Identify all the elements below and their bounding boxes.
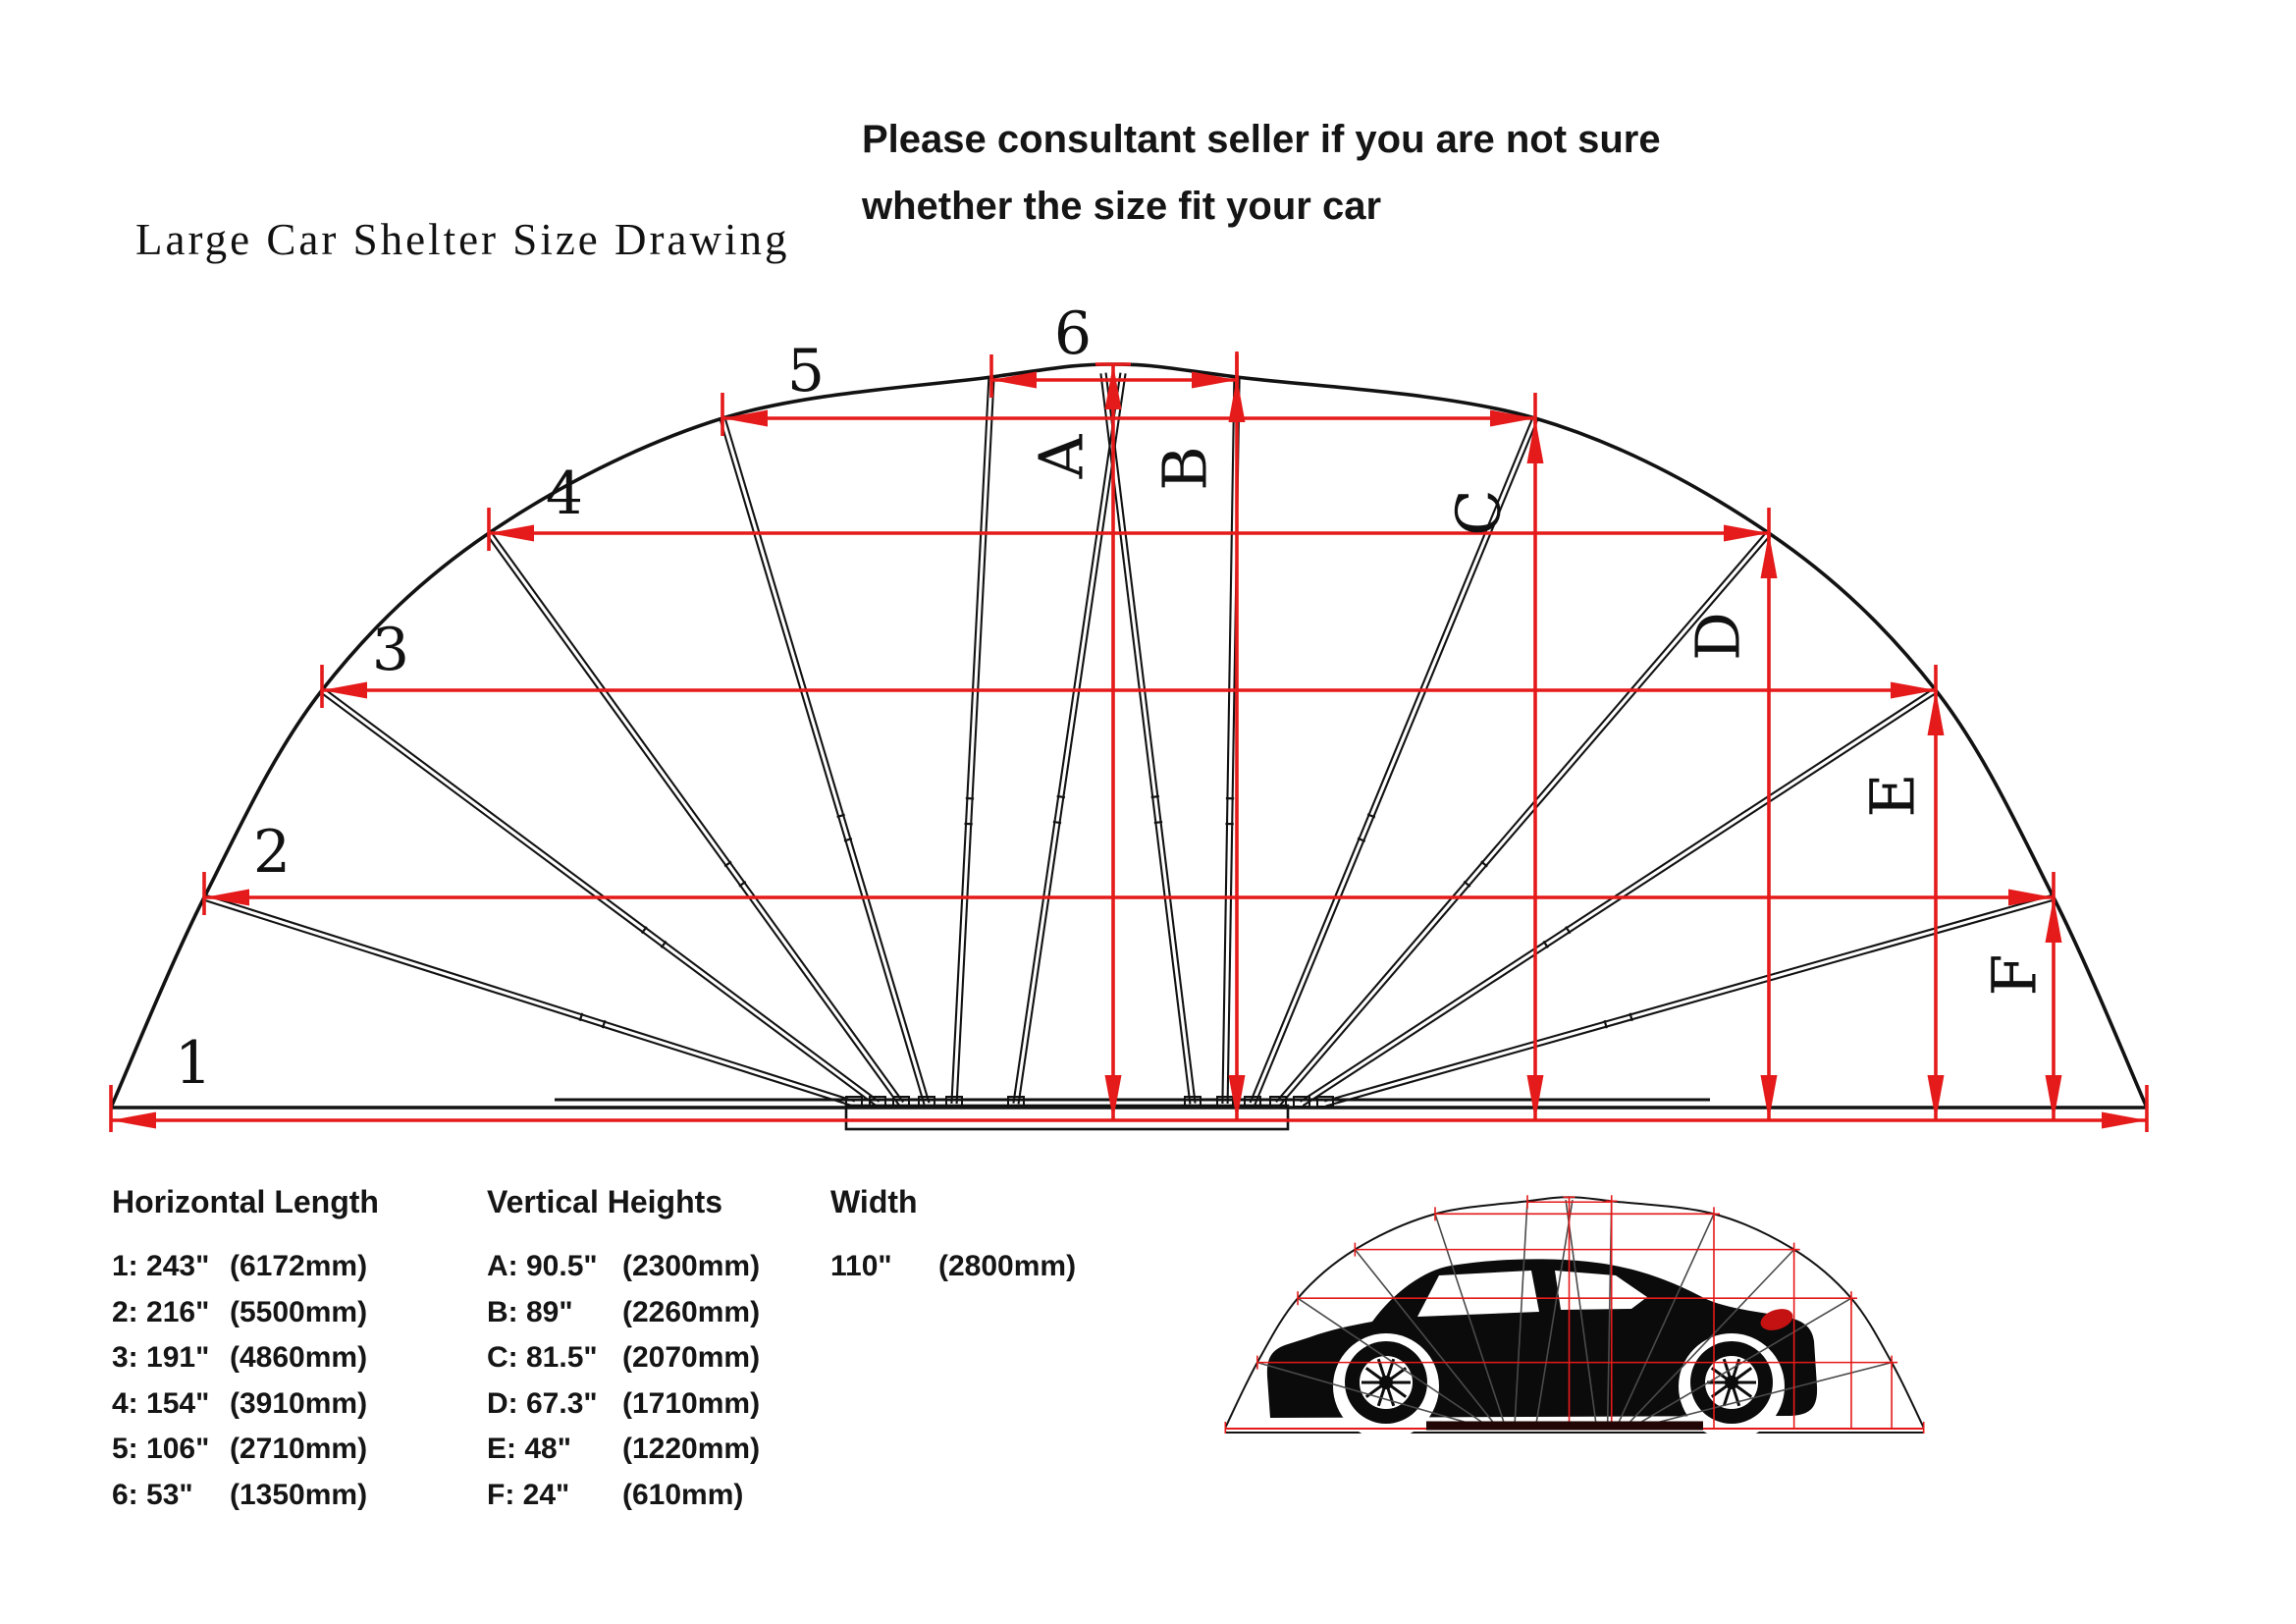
dim-mm: (6172mm) <box>230 1250 368 1282</box>
height-label-F: F <box>1978 953 2051 997</box>
width-title: Width <box>830 1184 918 1219</box>
dim-mm: (1710mm) <box>622 1386 761 1420</box>
dim-label: 5: 106" <box>112 1433 210 1465</box>
dim-label: 3: 191" <box>112 1341 210 1374</box>
dim-mm: (2070mm) <box>622 1341 761 1374</box>
table-row: C: 81.5" (2070mm) <box>487 1335 760 1381</box>
dim-label: 6: 53" <box>112 1478 193 1511</box>
dim-mm: (1350mm) <box>230 1478 368 1511</box>
dim-mm: (3910mm) <box>230 1386 368 1420</box>
dim-mm: (4860mm) <box>230 1341 368 1374</box>
shelter-ribs <box>202 372 2055 1108</box>
table-row: F: 24" (610mm) <box>487 1473 760 1519</box>
shelter-frame <box>109 362 2149 1131</box>
chord-label-4: 4 <box>545 460 584 528</box>
drawing-title: Large Car Shelter Size Drawing <box>135 215 790 264</box>
table-row: D: 67.3" (1710mm) <box>487 1381 760 1428</box>
dim-label: B: 89" <box>487 1295 573 1328</box>
dim-label: E: 48" <box>487 1433 571 1465</box>
chord-label-1: 1 <box>174 1029 213 1098</box>
vertical-heights-title: Vertical Heights <box>487 1184 723 1219</box>
car-inset <box>1224 1195 1925 1439</box>
chord-label-5: 5 <box>786 337 826 406</box>
table-row: B: 89" (2260mm) <box>487 1290 760 1336</box>
dimension-lines <box>109 352 2149 1132</box>
table-row: 2: 216" (5500mm) <box>112 1290 379 1336</box>
dim-mm: (610mm) <box>622 1478 744 1511</box>
seller-notice-line2: whether the size fit your car <box>862 185 1382 228</box>
table-row: 1: 243" (6172mm) <box>112 1244 379 1290</box>
seller-notice: Please consultant seller if you are not … <box>862 106 1661 240</box>
height-label-A: A <box>1025 434 1097 479</box>
chord-label-6: 6 <box>1053 299 1093 368</box>
chord-label-2: 2 <box>252 818 292 887</box>
dim-mm: (2710mm) <box>230 1433 368 1465</box>
dim-label: A: 90.5" <box>487 1250 598 1282</box>
height-label-C: C <box>1442 489 1515 536</box>
table-row: 5: 106" (2710mm) <box>112 1427 379 1473</box>
dim-mm: (1220mm) <box>622 1433 761 1465</box>
dim-label: 1: 243" <box>112 1250 210 1282</box>
height-label-E: E <box>1856 773 1929 818</box>
dim-label: D: 67.3" <box>487 1386 598 1420</box>
dim-label: 2: 216" <box>112 1295 210 1328</box>
table-row: A: 90.5" (2300mm) <box>487 1244 760 1290</box>
dim-mm: (2300mm) <box>622 1250 761 1282</box>
horizontal-length-title: Horizontal Length <box>112 1184 379 1219</box>
height-label-B: B <box>1148 446 1221 491</box>
dim-label: C: 81.5" <box>487 1341 598 1374</box>
table-row: E: 48" (1220mm) <box>487 1427 760 1473</box>
dim-label: 4: 154" <box>112 1386 210 1420</box>
table-row: 4: 154" (3910mm) <box>112 1381 379 1428</box>
seller-notice-line1: Please consultant seller if you are not … <box>862 118 1661 161</box>
dim-label: F: 24" <box>487 1478 570 1511</box>
dim-label: 110" <box>830 1250 892 1282</box>
vertical-heights-table: Vertical Heights A: 90.5" (2300mm) B: 89"… <box>487 1184 760 1518</box>
table-row: 3: 191" (4860mm) <box>112 1335 379 1381</box>
dim-mm: (5500mm) <box>230 1295 368 1328</box>
table-row: 6: 53" (1350mm) <box>112 1473 379 1519</box>
dim-mm: (2260mm) <box>622 1295 761 1328</box>
width-table: Width 110" (2800mm) <box>830 1184 1076 1290</box>
chord-label-3: 3 <box>371 616 410 684</box>
height-label-D: D <box>1682 612 1754 661</box>
dimension-tables: Horizontal Length 1: 243" (6172mm) 2: 216… <box>0 1184 2296 1597</box>
table-row: 110" (2800mm) <box>830 1244 1076 1290</box>
horizontal-length-table: Horizontal Length 1: 243" (6172mm) 2: 216… <box>112 1184 379 1518</box>
dim-mm: (2800mm) <box>938 1250 1077 1282</box>
